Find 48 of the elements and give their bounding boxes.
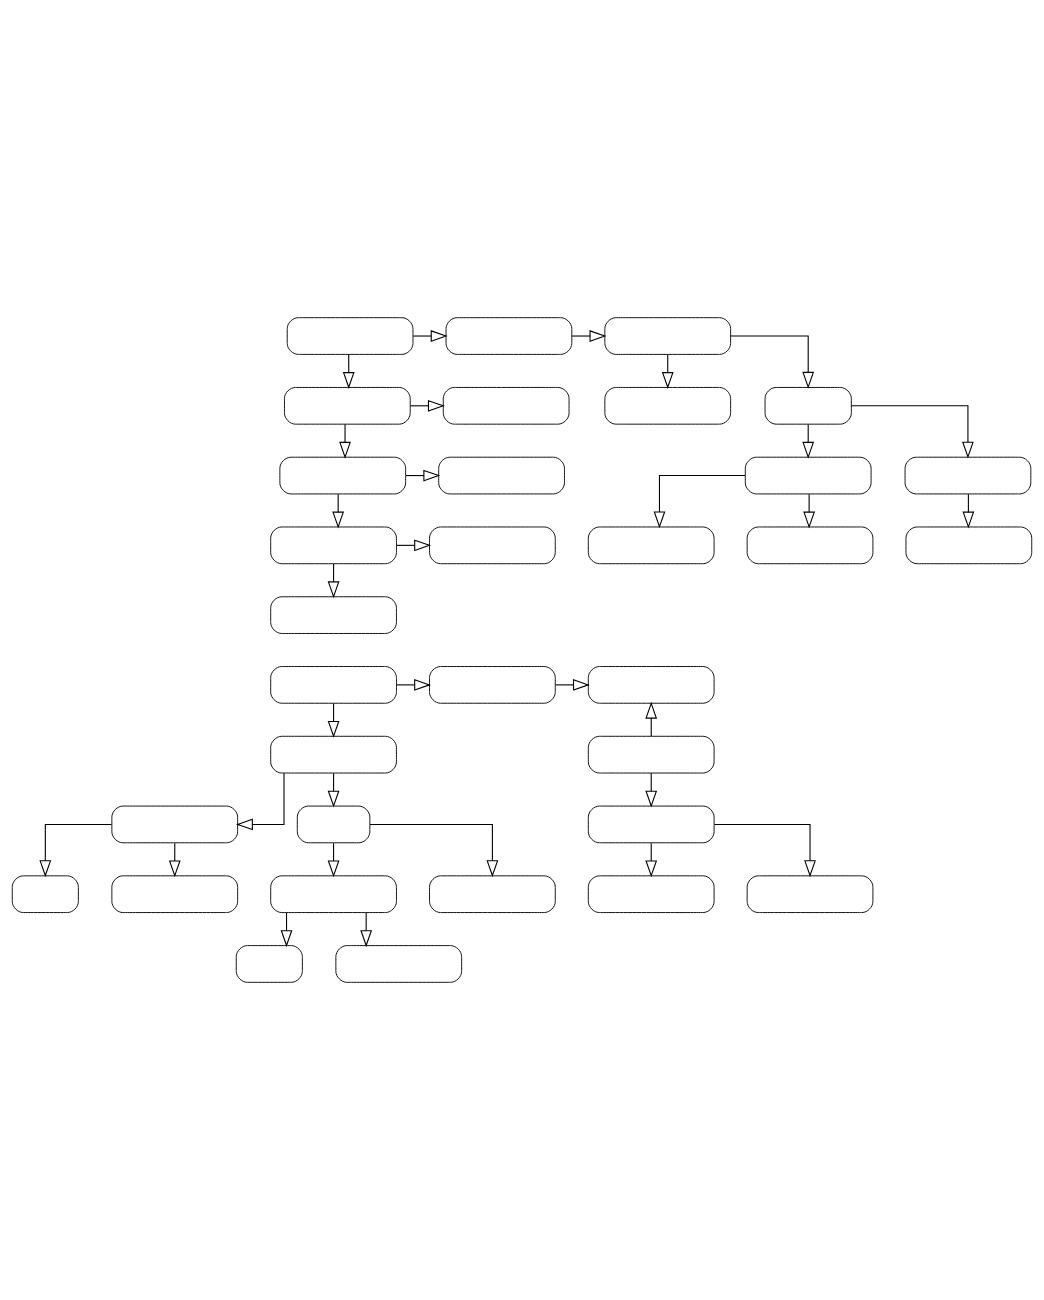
- arrow: [803, 493, 816, 529]
- node-box: [746, 526, 874, 565]
- node-box: [270, 875, 397, 913]
- node-box: [587, 805, 715, 844]
- node-box: [111, 805, 239, 844]
- arrow: [645, 772, 658, 808]
- node-box: [270, 526, 397, 565]
- arrow: [369, 823, 499, 878]
- node-box: [764, 387, 852, 425]
- node-box: [587, 666, 715, 704]
- node-box: [111, 875, 239, 913]
- node-box: [442, 387, 570, 425]
- node-box: [905, 526, 1033, 565]
- node-box: [270, 596, 397, 634]
- node-box: [429, 875, 556, 913]
- arrow: [327, 772, 340, 808]
- arrow: [412, 330, 448, 342]
- arrow: [339, 423, 351, 459]
- node-box: [744, 456, 872, 495]
- node-box: [604, 387, 732, 425]
- node-box: [445, 317, 573, 355]
- node-box: [604, 317, 732, 355]
- node-box: [235, 945, 303, 983]
- arrow: [571, 330, 607, 342]
- arrow: [396, 678, 432, 691]
- arrow: [850, 405, 974, 459]
- node-box: [286, 317, 414, 355]
- node-box: [746, 875, 874, 913]
- node-box: [279, 456, 407, 495]
- arrow: [39, 823, 113, 878]
- arrow: [730, 335, 815, 389]
- arrow: [713, 823, 816, 878]
- node-box: [270, 666, 397, 704]
- node-box: [335, 945, 463, 983]
- node-box: [438, 456, 565, 495]
- node-box: [587, 875, 715, 913]
- node-box: [296, 805, 371, 844]
- node-box: [11, 875, 79, 913]
- node-box: [429, 526, 556, 565]
- arrow: [555, 678, 590, 691]
- node-box: [284, 387, 411, 425]
- node-box: [904, 456, 1032, 495]
- node-box: [270, 735, 397, 774]
- node-box: [429, 666, 556, 704]
- arrow: [236, 772, 285, 831]
- arrow: [653, 475, 746, 529]
- node-box: [587, 735, 715, 774]
- node-box: [587, 526, 715, 565]
